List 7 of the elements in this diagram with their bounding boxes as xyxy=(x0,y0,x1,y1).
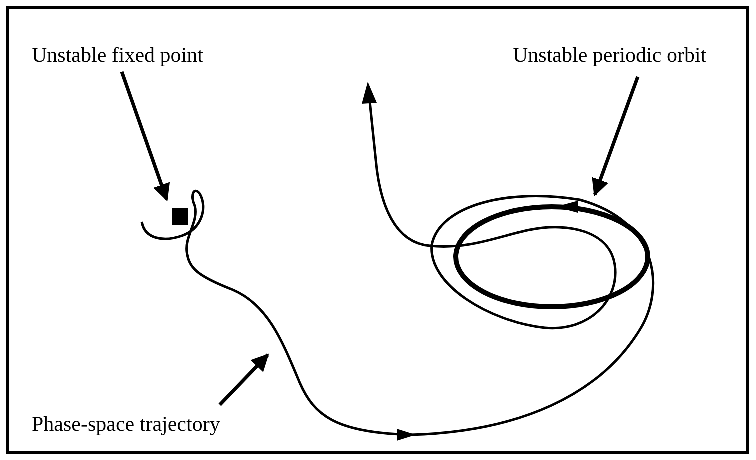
callout-label: Unstable fixed point xyxy=(32,45,204,66)
leader-arrow xyxy=(218,354,270,406)
periodic-orbit xyxy=(452,202,652,312)
callout-label: Unstable periodic orbit xyxy=(513,45,707,66)
leader-arrow xyxy=(592,76,640,197)
callout-label: Phase-space trajectory xyxy=(32,414,220,435)
leader-arrow xyxy=(120,71,170,202)
